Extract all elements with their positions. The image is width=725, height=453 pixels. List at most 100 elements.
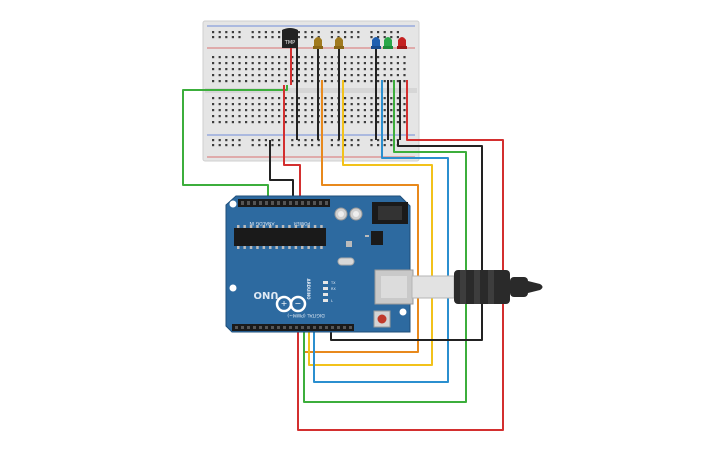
dc-power-jack[interactable] [372, 202, 408, 224]
breadboard-hole [337, 31, 340, 34]
wire-red-5v[interactable] [283, 85, 301, 200]
breadboard-hole [258, 139, 261, 142]
wire-blue-d11[interactable] [313, 80, 449, 383]
mount-hole [229, 284, 237, 292]
breadboard-hole [350, 139, 353, 142]
breadboard-hole [344, 56, 347, 59]
breadboard-hole [271, 103, 274, 106]
breadboard-hole [330, 68, 333, 71]
breadboard-hole [383, 139, 386, 142]
chip-leg [243, 225, 246, 228]
wire-black-gnd[interactable] [269, 140, 294, 200]
breadboard-hole [330, 74, 333, 77]
led-blue[interactable] [371, 37, 381, 49]
breadboard-hole [271, 74, 274, 77]
chip-leg [249, 225, 253, 228]
breadboard-hole [396, 68, 399, 71]
breadboard-hole [311, 121, 314, 124]
breadboard-hole [251, 56, 254, 59]
reset-button[interactable] [373, 310, 391, 328]
breadboard-hole [344, 121, 347, 124]
breadboard-hole [238, 139, 241, 142]
breadboard-hole [311, 139, 314, 142]
chip-leg [281, 225, 285, 228]
breadboard-hole [231, 139, 234, 142]
chip-leg [288, 225, 291, 228]
wire-black-gnd2[interactable] [330, 140, 483, 341]
led-green[interactable] [383, 37, 393, 49]
breadboard-hole [324, 109, 327, 112]
chip-leg [275, 246, 278, 249]
breadboard-hole [212, 115, 215, 118]
breadboard-hole [218, 109, 221, 112]
breadboard-hole [218, 74, 221, 77]
chip-leg [249, 246, 253, 249]
tmp-sensor[interactable]: TMP [282, 28, 298, 48]
breadboard-hole [370, 74, 373, 77]
breadboard[interactable] [202, 20, 420, 162]
header-pin [325, 201, 328, 205]
breadboard-hole [231, 103, 234, 106]
breadboard-hole [377, 56, 380, 59]
breadboard-hole [324, 74, 327, 77]
header-pin [247, 326, 250, 329]
wire-green-a0[interactable] [182, 85, 288, 200]
breadboard-hole [245, 68, 248, 71]
breadboard-hole [258, 31, 261, 34]
breadboard-hole [278, 144, 281, 147]
breadboard-hole [330, 97, 333, 100]
arduino-uno[interactable]: ANALOG IN POWER [225, 195, 414, 333]
breadboard-hole [258, 121, 261, 124]
led-yellow-1[interactable] [313, 37, 323, 49]
breadboard-hole [350, 97, 353, 100]
chip-leg [320, 246, 323, 249]
led-red[interactable] [397, 37, 407, 49]
wire-yellow-d12[interactable] [308, 80, 433, 366]
indicator-label-l: L [331, 299, 333, 303]
breadboard-hole [225, 62, 228, 65]
breadboard-hole [291, 56, 294, 59]
header-pin [283, 201, 286, 205]
breadboard-hole [278, 31, 281, 34]
breadboard-hole [264, 74, 267, 77]
status-leds: TX RX L [323, 281, 336, 303]
breadboard-hole [271, 139, 274, 142]
led-yellow-2[interactable] [334, 37, 344, 49]
breadboard-hole [383, 62, 386, 65]
breadboard-hole [383, 97, 386, 100]
breadboard-hole [383, 31, 386, 34]
chip-leg [262, 246, 266, 249]
usb-cable[interactable] [411, 270, 543, 304]
breadboard-hole [271, 36, 274, 39]
breadboard-hole [284, 103, 287, 106]
breadboard-hole [330, 115, 333, 118]
header-pin [295, 201, 298, 205]
breadboard-hole [238, 109, 241, 112]
breadboard-hole [403, 56, 406, 59]
header-pin [265, 201, 268, 205]
breadboard-hole [350, 56, 353, 59]
breadboard-hole [396, 97, 399, 100]
breadboard-hole [390, 36, 393, 39]
header-pin [271, 326, 274, 329]
breadboard-hole [396, 36, 399, 39]
breadboard-hole [271, 97, 274, 100]
breadboard-hole [330, 62, 333, 65]
header-pin [301, 201, 304, 205]
breadboard-hole [390, 56, 393, 59]
breadboard-hole [344, 97, 347, 100]
breadboard-hole [258, 144, 261, 147]
breadboard-hole [370, 56, 373, 59]
breadboard-hole [225, 103, 228, 106]
breadboard-hole [225, 31, 228, 34]
breadboard-hole [383, 56, 386, 59]
chip-leg [313, 225, 317, 228]
breadboard-hole [238, 68, 241, 71]
breadboard-hole [245, 115, 248, 118]
breadboard-hole [396, 31, 399, 34]
header-pin [325, 326, 328, 329]
breadboard-hole [350, 74, 353, 77]
breadboard-hole [238, 36, 241, 39]
breadboard-hole [258, 109, 261, 112]
